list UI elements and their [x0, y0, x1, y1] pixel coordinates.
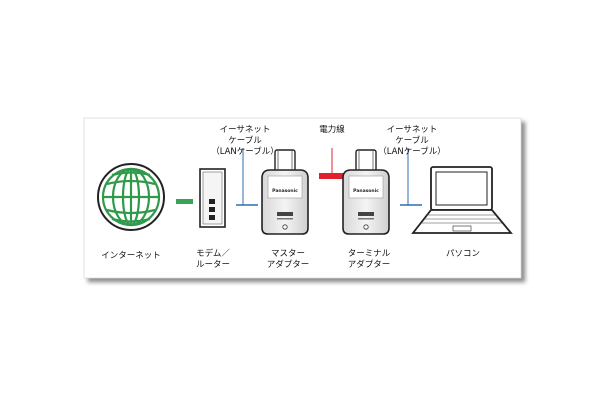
ethernet-link-2 — [400, 148, 422, 206]
laptop-keyboard — [421, 214, 502, 224]
globe-grid — [101, 167, 161, 227]
master-brand-logo: Panasonic — [272, 188, 298, 194]
label-master-line2: アダプター — [267, 259, 310, 270]
label-ethernet1-line3: （LANケーブル） — [211, 146, 279, 157]
terminal-brand-logo: Panasonic — [353, 188, 379, 194]
label-ethernet2-line1: イーサネット — [387, 125, 438, 135]
label-modem-line1: モデム／ — [196, 248, 230, 259]
internet-link — [176, 199, 193, 204]
label-ethernet2-line2: ケーブル — [395, 135, 429, 146]
ethernet-link-1 — [236, 148, 258, 206]
label-modem-line2: ルーター — [196, 260, 230, 270]
label-pc: パソコン — [446, 249, 480, 259]
master-adapter-icon: Panasonic — [261, 149, 309, 235]
power-line-link — [319, 148, 346, 179]
laptop-icon — [411, 166, 513, 234]
label-terminal-line2: アダプター — [348, 259, 391, 270]
label-master-line1: マスター — [271, 249, 305, 259]
label-ethernet1-line1: イーサネット — [220, 125, 271, 135]
modem-router-icon — [199, 168, 226, 228]
label-terminal-line1: ターミナル — [348, 249, 391, 259]
label-ethernet1-line2: ケーブル — [228, 135, 262, 146]
globe-icon — [97, 163, 165, 231]
label-internet: インターネット — [101, 251, 161, 261]
label-power-line: 電力線 — [319, 124, 345, 135]
label-ethernet2-line3: （LANケーブル） — [378, 146, 446, 157]
terminal-adapter-icon: Panasonic — [342, 149, 390, 235]
